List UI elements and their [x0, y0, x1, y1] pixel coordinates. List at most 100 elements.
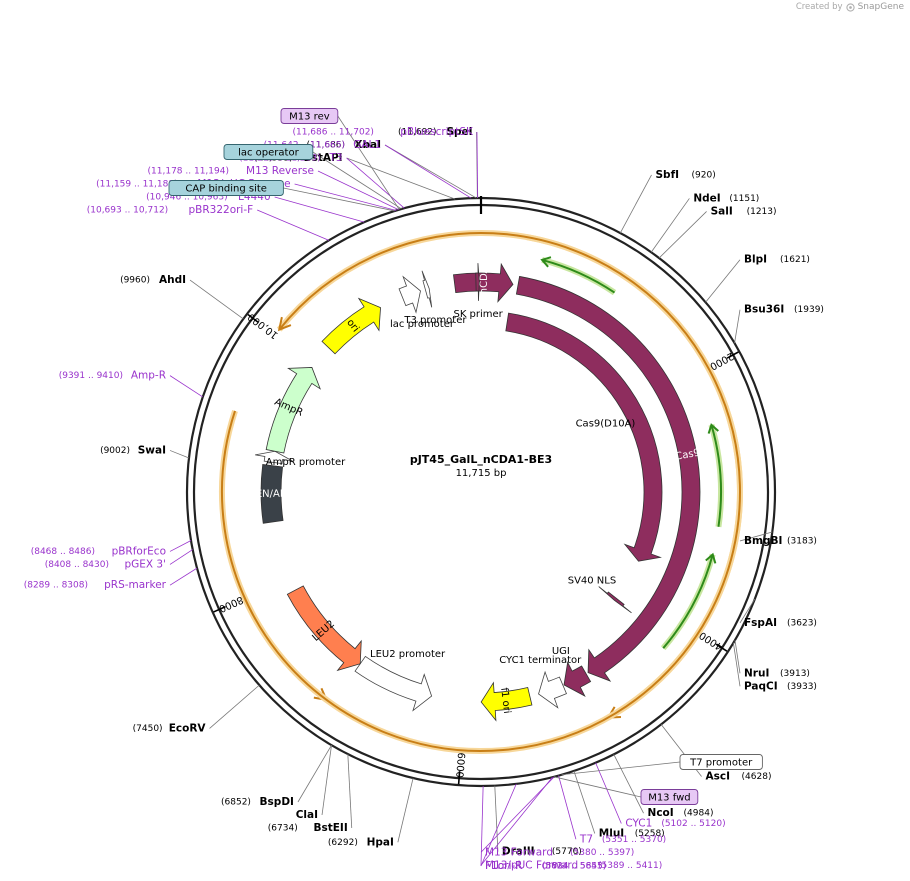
- feature-label: T3 promoter: [403, 315, 467, 326]
- plasmid-size: 11,715 bp: [456, 468, 507, 479]
- label-leader: [337, 115, 400, 210]
- label-leader: [169, 549, 193, 565]
- label-leader: [494, 785, 499, 852]
- snapgene-logo-icon: [845, 2, 855, 12]
- orf-track: [221, 232, 741, 752]
- primer-label: M13 Reverse(11,178 .. 11,194): [148, 165, 314, 177]
- label-leader: [561, 761, 681, 776]
- enzyme-site: (1939): [794, 305, 824, 315]
- feature-cas9-d10a-: [505, 312, 663, 562]
- primer-range: (5389 .. 5411): [598, 861, 662, 871]
- label-leader: [553, 776, 642, 798]
- label-leader: [480, 776, 553, 866]
- orf-arrowhead: [277, 316, 292, 332]
- label-leader: [480, 776, 555, 853]
- enzyme-label: BspDI(6852): [221, 796, 294, 808]
- enzyme-label: XbaI(11,686): [307, 139, 382, 151]
- primer-name: pBRforEco: [112, 545, 166, 557]
- enzyme-name: NruI: [744, 667, 769, 679]
- feature-label: LEU2 promoter: [370, 649, 446, 660]
- enzyme-label: SwaI(9002): [100, 444, 166, 456]
- feature-ampr: [265, 367, 321, 454]
- ruler-label: 8000: [217, 593, 245, 613]
- enzyme-label: HpaI(6292): [328, 836, 394, 848]
- feature-cyc1-terminator: [538, 670, 567, 709]
- boxed-label: T7 promoter: [679, 754, 763, 770]
- boxed-label-text: M13 fwd: [648, 793, 690, 804]
- feature-label: f1 ori: [498, 687, 512, 714]
- boxed-label-text: lac operator: [238, 148, 299, 159]
- primer-range: (11,686 .. 11,702): [292, 128, 373, 138]
- ruler-tick: [247, 313, 259, 323]
- primer-range: (8408 .. 8430): [45, 560, 109, 570]
- boxed-label-box: [679, 754, 763, 770]
- primer-label: F1ori-R(5624 .. 5643): [485, 860, 606, 872]
- label-leader: [384, 144, 477, 199]
- enzyme-site: (6734): [268, 823, 298, 833]
- ruler-tick: [213, 605, 226, 613]
- label-leader: [384, 144, 472, 199]
- enzyme-label: BmgBI(3183): [744, 535, 817, 547]
- green-segment: [541, 258, 616, 294]
- feature-ampr-promoter: [255, 450, 293, 465]
- primer-label: pGEX 3'(8408 .. 8430): [45, 558, 166, 570]
- ruler-tick: [715, 643, 728, 652]
- ruler-tick: [726, 351, 739, 359]
- primer-range: (5624 .. 5643): [542, 862, 606, 872]
- enzyme-label: SalI(1213): [711, 205, 777, 217]
- boxed-label-box: [223, 144, 314, 160]
- enzyme-label: PaqCI(3933): [744, 680, 817, 692]
- label-leader: [480, 783, 517, 867]
- label-leader: [169, 450, 190, 459]
- primer-name: pRS-marker: [104, 579, 167, 591]
- enzyme-name: SbfI: [656, 169, 680, 181]
- label-leader: [658, 211, 707, 259]
- boxed-label: M13 fwd: [640, 789, 699, 805]
- enzyme-site: (3913): [780, 669, 810, 679]
- boxed-label-box: [168, 180, 284, 196]
- primer-range: (5102 .. 5120): [661, 819, 725, 829]
- feature-ugi: [563, 661, 592, 697]
- enzyme-site: (4984): [684, 809, 714, 819]
- primer-label: pBluescriptSK(11,686 .. 11,702): [292, 126, 474, 138]
- enzyme-name: AhdI: [159, 274, 186, 286]
- label-leader: [476, 132, 479, 199]
- label-leader: [189, 279, 244, 320]
- enzyme-site: (3183): [787, 536, 817, 546]
- primer-label: T7(5351 .. 5370): [579, 833, 666, 845]
- primer-range: (9391 .. 9410): [59, 371, 123, 381]
- enzyme-name: BlpI: [744, 254, 767, 266]
- ruler-label: 10,000: [246, 311, 281, 341]
- primer-label: pBR322ori-F(10,693 .. 10,712): [87, 204, 253, 216]
- label-leader: [169, 567, 198, 586]
- feature-label: lac promoter: [390, 319, 455, 330]
- primer-name: T3: [329, 152, 343, 164]
- primer-name: Amp-R: [131, 370, 166, 382]
- feature-label: PmCDA1: [479, 260, 491, 304]
- primer-range: (5834 .. 5855): [542, 862, 606, 872]
- label-leader: [573, 770, 596, 834]
- green-segment-arrowhead: [540, 256, 552, 268]
- enzyme-site: (5770): [552, 847, 582, 857]
- primer-range: (11,178 .. 11,194): [148, 167, 229, 177]
- label-leader: [297, 744, 332, 803]
- primer-range: (11,159 .. 11,181): [96, 180, 177, 190]
- enzyme-name: AscI: [706, 771, 731, 783]
- primer-range: (5351 .. 5370): [602, 835, 666, 845]
- label-leader: [619, 174, 652, 234]
- feature-label: SK primer: [453, 309, 503, 320]
- primer-label: pRS-marker(8289 .. 8308): [24, 579, 167, 591]
- enzyme-site: (1621): [780, 255, 810, 265]
- enzyme-site: (6292): [328, 838, 358, 848]
- enzyme-site: (1151): [729, 194, 759, 204]
- label-leader: [734, 309, 741, 344]
- feature-sk-primer: [475, 263, 480, 301]
- credit-prefix: Created by: [795, 2, 843, 12]
- enzyme-site: (920): [692, 170, 716, 180]
- label-leader: [558, 775, 577, 840]
- enzyme-site: (7450): [133, 724, 163, 734]
- feature-label: CEN/ARS: [249, 489, 293, 500]
- enzyme-site: (3623): [787, 618, 817, 628]
- enzyme-label: MluI(5258): [599, 828, 665, 840]
